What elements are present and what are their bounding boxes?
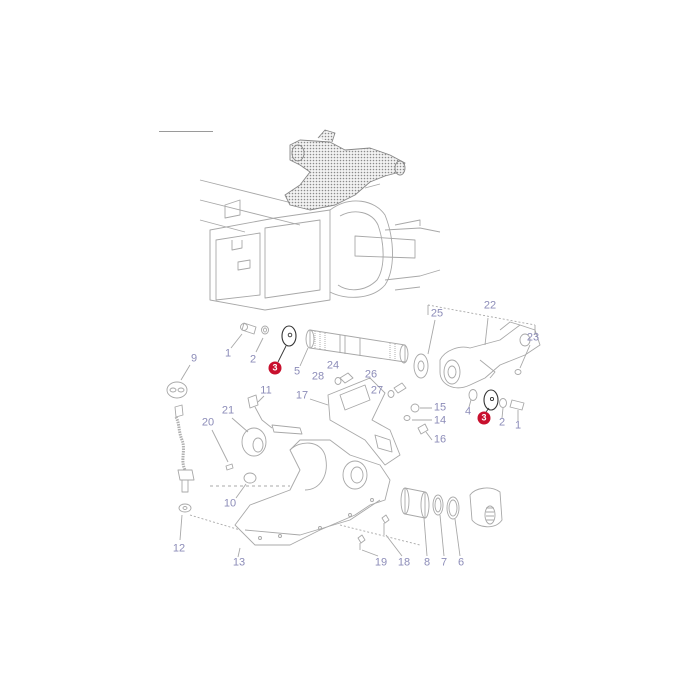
callout-13[interactable]: 13 — [232, 556, 246, 569]
shaft — [299, 329, 409, 367]
callout-3-right-highlighted[interactable]: 3 — [477, 411, 491, 425]
lift-arm — [439, 317, 541, 389]
bottom-housing — [234, 439, 421, 558]
callout-16[interactable]: 16 — [433, 433, 447, 446]
callout-17[interactable]: 17 — [295, 389, 309, 402]
bushings — [400, 487, 503, 557]
thrust-washer — [413, 319, 436, 379]
callout-28[interactable]: 28 — [311, 370, 325, 383]
callout-6[interactable]: 6 — [457, 556, 465, 569]
callout-5[interactable]: 5 — [293, 365, 301, 378]
callout-19[interactable]: 19 — [374, 556, 388, 569]
sensor-spring — [166, 364, 241, 541]
title-rule — [159, 131, 213, 132]
left-bolt-group — [230, 322, 297, 363]
callout-7[interactable]: 7 — [440, 556, 448, 569]
callout-4[interactable]: 4 — [464, 405, 472, 418]
callout-8[interactable]: 8 — [423, 556, 431, 569]
callout-20[interactable]: 20 — [201, 416, 215, 429]
callout-24[interactable]: 24 — [326, 359, 340, 372]
callout-22[interactable]: 22 — [483, 299, 497, 312]
callout-25[interactable]: 25 — [430, 307, 444, 320]
top-cover — [284, 129, 406, 211]
callout-1-left[interactable]: 1 — [224, 347, 232, 360]
callout-3-left-highlighted[interactable]: 3 — [268, 361, 282, 375]
callout-15[interactable]: 15 — [433, 401, 447, 414]
callout-1-right[interactable]: 1 — [514, 419, 522, 432]
axle-housing — [199, 179, 441, 311]
callout-21[interactable]: 21 — [221, 404, 235, 417]
callout-11[interactable]: 11 — [260, 384, 272, 397]
callout-2-left[interactable]: 2 — [249, 353, 257, 366]
callout-12[interactable]: 12 — [172, 542, 186, 555]
callout-9[interactable]: 9 — [190, 352, 198, 365]
callout-2-right[interactable]: 2 — [498, 416, 506, 429]
callout-23[interactable]: 23 — [526, 331, 540, 344]
switch-parts — [210, 394, 303, 499]
right-bolt-group — [468, 389, 525, 421]
bracket — [309, 372, 433, 466]
callout-27[interactable]: 27 — [370, 384, 384, 397]
callout-10[interactable]: 10 — [223, 497, 237, 510]
callout-26[interactable]: 26 — [364, 368, 378, 381]
callout-18[interactable]: 18 — [397, 556, 411, 569]
callout-14[interactable]: 14 — [433, 414, 447, 427]
